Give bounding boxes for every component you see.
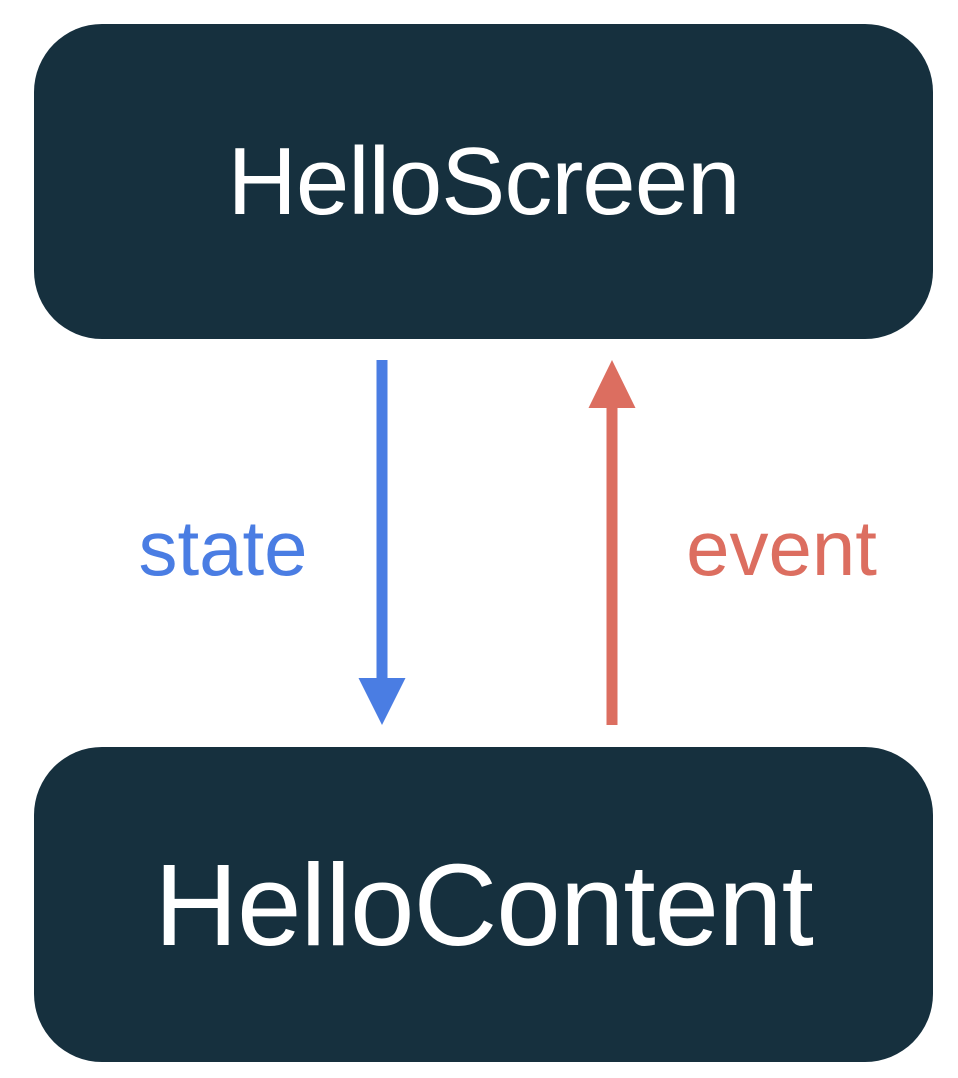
node-hello-content: HelloContent [34,747,933,1062]
event-arrow-line [606,408,618,725]
node-hello-screen-label: HelloScreen [227,127,741,235]
state-down-arrow [358,360,406,725]
event-arrow-head-icon [588,360,636,408]
event-edge-label: event [686,504,877,592]
node-hello-content-label: HelloContent [154,839,814,970]
state-arrow-line [376,360,388,680]
state-edge-label: state [138,504,308,592]
event-up-arrow [588,360,636,725]
node-hello-screen: HelloScreen [34,24,933,339]
state-arrow-head-icon [358,678,406,725]
